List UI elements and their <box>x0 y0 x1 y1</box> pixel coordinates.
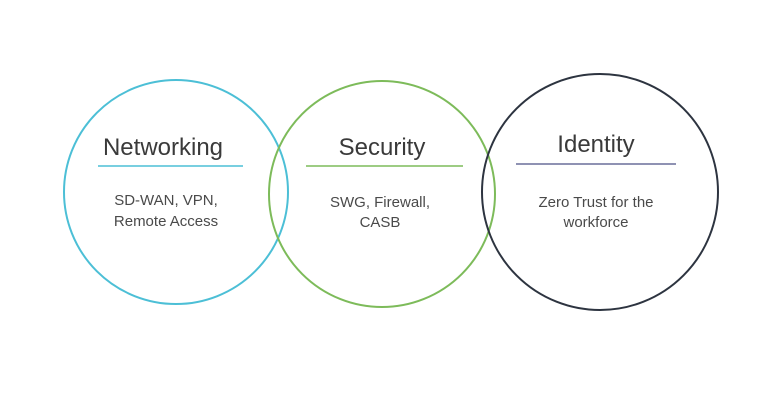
networking-desc-line-1: SD-WAN, VPN, <box>114 192 218 209</box>
networking-group: Networking SD-WAN, VPN, Remote Access <box>63 79 289 305</box>
identity-circle <box>481 73 719 311</box>
identity-desc-line-2: workforce <box>562 214 628 231</box>
networking-desc-line-2: Remote Access <box>114 213 218 230</box>
security-desc-line-2: CASB <box>360 214 401 231</box>
security-group: Security SWG, Firewall, CASB <box>268 80 496 308</box>
security-title: Security <box>339 134 426 161</box>
security-desc-line-1: SWG, Firewall, <box>330 194 430 211</box>
networking-title: Networking <box>103 134 223 161</box>
security-circle <box>268 80 496 308</box>
identity-group: Identity Zero Trust for the workforce <box>481 73 719 311</box>
networking-circle <box>63 79 289 305</box>
identity-desc-line-1: Zero Trust for the <box>538 194 653 211</box>
identity-title: Identity <box>557 131 634 158</box>
